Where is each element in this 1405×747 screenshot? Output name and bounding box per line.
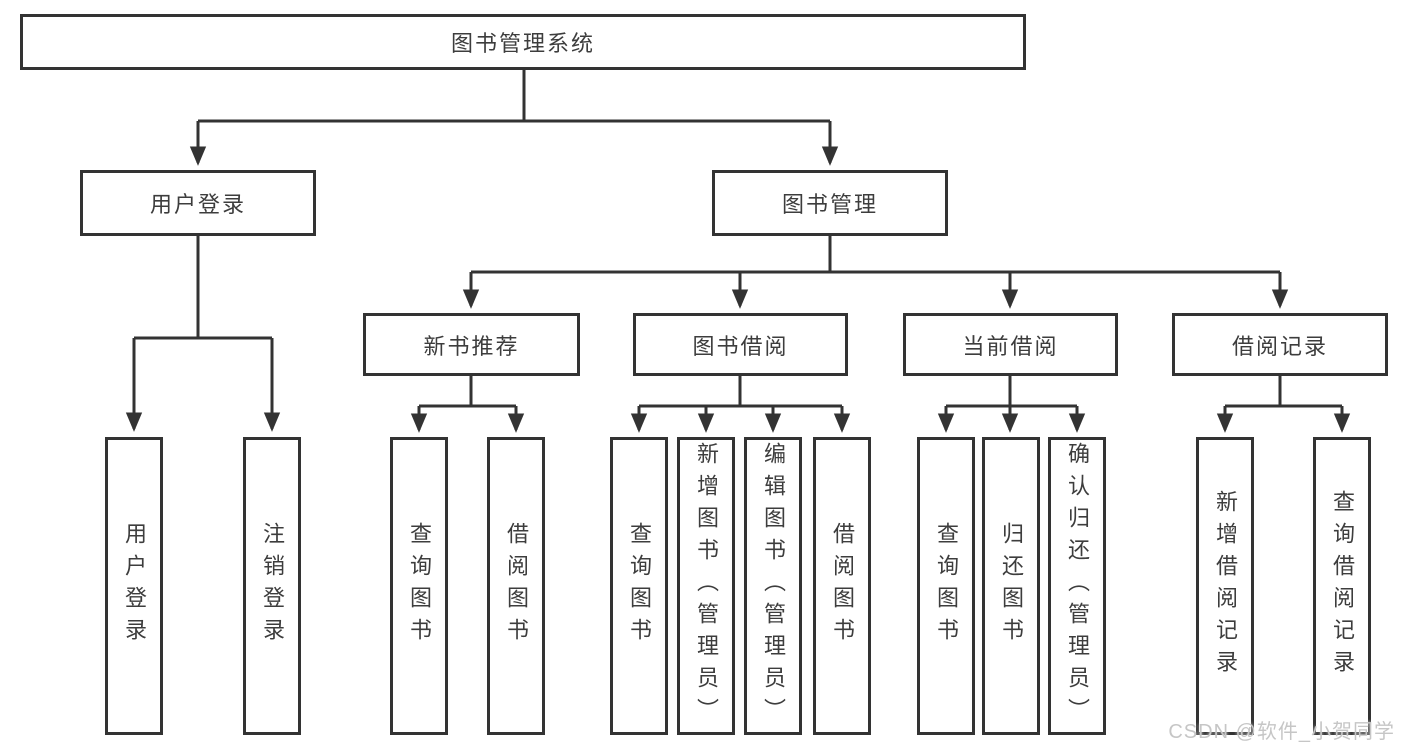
connector-current-borrowing-trunk	[946, 376, 1077, 408]
connector-borrowing-records-trunk	[1225, 376, 1342, 408]
leaf-label: 用户登录	[122, 522, 147, 650]
connector-book-borrowing-trunk	[639, 376, 842, 408]
connector-book-management-trunk	[471, 236, 1280, 274]
leaf-add-borrow-record: 新增借阅记录	[1196, 437, 1254, 735]
node-current-borrowing: 当前借阅	[903, 313, 1118, 376]
leaf-return-books: 归还图书	[982, 437, 1040, 735]
leaf-borrow-books-recommend: 借阅图书	[487, 437, 545, 735]
leaf-label: 借阅图书	[504, 522, 529, 650]
leaf-label: 查询图书	[627, 522, 652, 650]
node-user-login: 用户登录	[80, 170, 316, 236]
node-new-book-recommend: 新书推荐	[363, 313, 580, 376]
leaf-query-books-recommend: 查询图书	[390, 437, 448, 735]
watermark-text: CSDN @软件_小贺同学	[1168, 721, 1395, 743]
node-borrowing-records: 借阅记录	[1172, 313, 1388, 376]
leaf-label: 新增借阅记录	[1213, 490, 1238, 682]
leaf-label: 归还图书	[999, 522, 1024, 650]
leaf-label: 查询图书	[934, 522, 959, 650]
connector-root-trunk	[198, 70, 830, 123]
leaf-add-books-admin: 新增图书（管理员）	[677, 437, 735, 735]
leaf-query-books-current: 查询图书	[917, 437, 975, 735]
leaf-label: 确认归还（管理员）	[1065, 442, 1090, 730]
leaf-query-borrow-record: 查询借阅记录	[1313, 437, 1371, 735]
leaf-query-books-borrowing: 查询图书	[610, 437, 668, 735]
leaf-label: 编辑图书（管理员）	[761, 442, 786, 730]
leaf-label: 查询借阅记录	[1330, 490, 1355, 682]
node-book-borrowing: 图书借阅	[633, 313, 848, 376]
leaf-label: 新增图书（管理员）	[694, 442, 719, 730]
leaf-label: 注销登录	[260, 522, 285, 650]
leaf-confirm-return-admin: 确认归还（管理员）	[1048, 437, 1106, 735]
connector-new-book-recommend-trunk	[419, 376, 516, 408]
connector-user-login-trunk	[134, 236, 272, 340]
leaf-borrow-books-borrowing: 借阅图书	[813, 437, 871, 735]
leaf-label: 查询图书	[407, 522, 432, 650]
leaf-user-login: 用户登录	[105, 437, 163, 735]
node-library-management-system: 图书管理系统	[20, 14, 1026, 70]
leaf-edit-books-admin: 编辑图书（管理员）	[744, 437, 802, 735]
leaf-logout: 注销登录	[243, 437, 301, 735]
leaf-label: 借阅图书	[830, 522, 855, 650]
node-book-management: 图书管理	[712, 170, 948, 236]
